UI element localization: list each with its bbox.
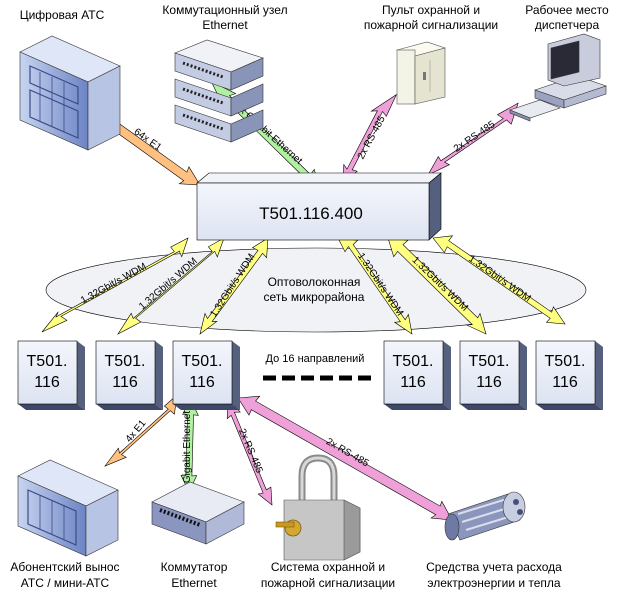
operator-workstation-label-line1: Рабочее место <box>525 3 609 17</box>
fiber-network-ellipse <box>45 247 587 333</box>
operator-workstation-icon <box>509 33 607 122</box>
node-label-line1: T501. <box>27 353 68 370</box>
node-box: T501. 116 <box>172 340 240 410</box>
fiber-network-label-line2: сеть микрорайона <box>264 290 365 304</box>
node-label-line1: T501. <box>105 353 146 370</box>
node-label-line1: T501. <box>545 353 586 370</box>
node-box: T501. 116 <box>95 340 163 410</box>
security-panel-cabinet-icon <box>395 41 447 105</box>
digital-pbx-label: Цифровая АТС <box>20 8 105 22</box>
node-box: T501. 116 <box>459 340 527 410</box>
node-label-line2: 116 <box>476 374 502 391</box>
metering-label-line2: электроэнергии и тепла <box>427 576 561 590</box>
node-label-line1: T501. <box>393 353 434 370</box>
security-panel-label-line2: пожарной сигнализации <box>364 18 498 32</box>
link-label-2x-rs485-c: 2x RS-485 <box>236 427 265 475</box>
metering-label-line1: Средства учета расхода <box>426 560 562 574</box>
ethernet-node-rack-icon <box>174 39 264 143</box>
ethernet-switch-icon <box>151 481 245 545</box>
node-label-line2: 116 <box>112 374 138 391</box>
central-unit-label: T501.116.400 <box>259 204 363 223</box>
node-box: T501. 116 <box>17 340 85 410</box>
node-label-line2: 116 <box>400 374 426 391</box>
link-ethernet-switch: Gigabit Ethernet <box>180 397 199 493</box>
remote-pbx-label-line1: Абонентский вынос <box>10 560 119 574</box>
node-label-line2: 116 <box>189 374 215 391</box>
padlock-icon <box>275 454 361 561</box>
directions-note: До 16 направлений <box>266 353 365 365</box>
security-system-label-line2: пожарной сигнализации <box>261 576 395 590</box>
ethernet-switch-label-line1: Коммутатор <box>161 560 228 574</box>
ethernet-node-label-line2: Ethernet <box>202 18 248 32</box>
remote-pbx-label-line2: АТС / мини-АТС <box>21 576 110 590</box>
security-panel-label-line1: Пульт охранной и <box>382 3 480 17</box>
remote-pbx-cabinet-icon <box>17 459 119 557</box>
node-label-line2: 116 <box>34 374 60 391</box>
fiber-network-label-line1: Оптоволоконная <box>268 275 361 289</box>
security-system-label-line1: Система охранной и <box>271 560 385 574</box>
node-box: T501. 116 <box>535 340 603 410</box>
link-label-2x-rs485-b: 2x RS-485 <box>452 119 498 155</box>
ethernet-node-label-line1: Коммутационный узел <box>162 3 287 17</box>
ethernet-switch-label-line2: Ethernet <box>171 576 217 590</box>
central-unit: T501.116.400 <box>196 172 442 241</box>
link-security-panel: 2x RS-485 <box>342 93 398 184</box>
node-label-line1: T501. <box>469 353 510 370</box>
link-label-gbe: Gigabit Ethernet <box>182 411 193 483</box>
operator-workstation-label-line2: диспетчера <box>535 18 600 32</box>
metering-device-icon <box>444 491 526 541</box>
link-operator-workstation: 2x RS-485 <box>427 102 519 176</box>
node-label-line2: 116 <box>552 374 578 391</box>
node-label-line1: T501. <box>182 353 223 370</box>
node-box: T501. 116 <box>383 340 451 410</box>
digital-pbx-cabinet-icon <box>19 35 121 151</box>
